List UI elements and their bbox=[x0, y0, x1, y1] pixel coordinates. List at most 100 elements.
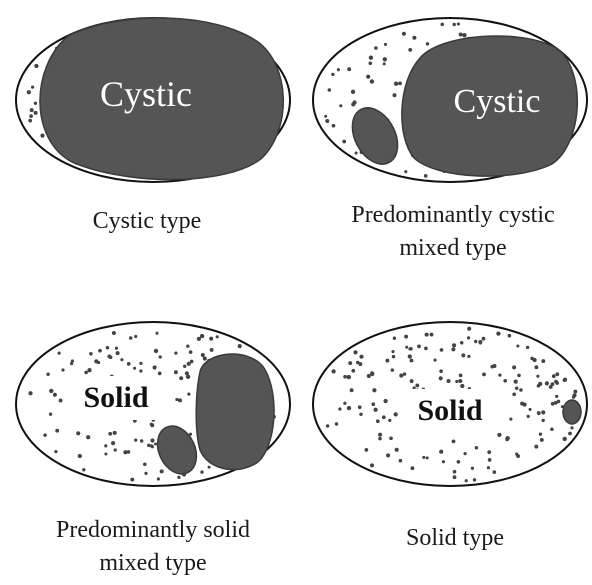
tissue-dot bbox=[534, 445, 538, 449]
caption-predominantly-cystic-mixed-type: Predominantly cystic mixed type bbox=[318, 199, 588, 265]
tissue-dot bbox=[365, 448, 369, 452]
tissue-dot bbox=[394, 82, 398, 86]
tissue-dot bbox=[174, 351, 177, 354]
tissue-dot bbox=[133, 367, 136, 370]
tissue-dot bbox=[86, 435, 90, 439]
tissue-dot bbox=[359, 413, 362, 416]
tissue-dot bbox=[347, 67, 351, 71]
tissue-dot bbox=[530, 357, 534, 361]
tissue-dot bbox=[339, 104, 342, 107]
tissue-dot bbox=[537, 411, 541, 415]
tissue-dot bbox=[49, 389, 53, 393]
tissue-dot bbox=[89, 352, 93, 356]
tissue-dot bbox=[34, 102, 37, 105]
tissue-dot bbox=[393, 93, 397, 97]
tissue-dot bbox=[393, 337, 396, 340]
tissue-dot bbox=[492, 470, 496, 474]
tissue-dot bbox=[554, 380, 558, 384]
tissue-dot bbox=[209, 337, 213, 341]
cystic-area bbox=[196, 354, 274, 470]
tissue-dot bbox=[370, 79, 374, 83]
tissue-dot bbox=[570, 426, 573, 429]
tissue-dot bbox=[179, 376, 183, 380]
tissue-dot bbox=[76, 431, 80, 435]
tissue-dot bbox=[326, 424, 329, 427]
tissue-dot bbox=[394, 412, 398, 416]
tissue-dot bbox=[123, 450, 127, 454]
tissue-dot bbox=[84, 371, 88, 375]
tissue-dot bbox=[127, 362, 131, 366]
tissue-dot bbox=[461, 353, 465, 357]
tissue-dot bbox=[328, 88, 332, 92]
tissue-dot bbox=[473, 478, 476, 481]
tissue-dot bbox=[453, 470, 457, 474]
tissue-dot bbox=[460, 384, 464, 388]
tissue-dot bbox=[120, 358, 123, 361]
tissue-dot bbox=[98, 349, 102, 353]
tissue-dot bbox=[496, 331, 500, 335]
tissue-dot bbox=[452, 343, 456, 347]
tissue-dot bbox=[458, 379, 462, 383]
tissue-dot bbox=[200, 470, 203, 473]
tissue-dot bbox=[104, 452, 107, 455]
tissue-dot bbox=[402, 32, 406, 36]
tissue-dot bbox=[512, 392, 516, 396]
tissue-dot bbox=[441, 23, 445, 27]
tissue-dot bbox=[465, 479, 468, 482]
tissue-dot bbox=[208, 466, 211, 469]
tissue-dot bbox=[155, 332, 158, 335]
tissue-dot bbox=[350, 388, 354, 392]
tissue-dot bbox=[55, 429, 59, 433]
tissue-dot bbox=[555, 372, 559, 376]
caption-cystic-type: Cystic type bbox=[27, 205, 267, 238]
tissue-dot bbox=[343, 402, 346, 405]
tissue-dot bbox=[34, 64, 38, 68]
tissue-dot bbox=[367, 374, 371, 378]
tissue-dot bbox=[457, 460, 461, 464]
tissue-dot bbox=[338, 407, 341, 410]
tissue-dot bbox=[371, 402, 375, 406]
tissue-dot bbox=[154, 349, 158, 353]
tissue-dot bbox=[568, 432, 572, 436]
tissue-dot bbox=[144, 472, 147, 475]
tissue-dot bbox=[28, 119, 32, 123]
tissue-dot bbox=[541, 359, 545, 363]
tissue-dot bbox=[78, 454, 82, 458]
tissue-dot bbox=[557, 400, 561, 404]
tissue-dot bbox=[536, 375, 539, 378]
tissue-dot bbox=[197, 337, 201, 341]
tissue-dot bbox=[460, 341, 464, 345]
tissue-dot bbox=[442, 460, 445, 463]
tissue-dot bbox=[389, 436, 393, 440]
tissue-dot bbox=[410, 379, 414, 383]
caption-line: Predominantly cystic bbox=[318, 199, 588, 232]
tissue-dot bbox=[424, 174, 428, 178]
tissue-dot bbox=[384, 43, 387, 46]
tissue-dot bbox=[139, 362, 142, 365]
tissue-dot bbox=[515, 386, 518, 389]
tissue-dot bbox=[153, 365, 157, 369]
tissue-dot bbox=[439, 369, 443, 373]
tissue-dot bbox=[210, 348, 214, 352]
tissue-dot bbox=[140, 439, 143, 442]
tissue-dot bbox=[408, 354, 412, 358]
tissue-dot bbox=[186, 345, 189, 348]
tissue-dot bbox=[434, 359, 437, 362]
tissue-dot bbox=[46, 372, 49, 375]
tissue-dot bbox=[203, 357, 207, 361]
tissue-dot bbox=[59, 399, 63, 403]
tissue-dot bbox=[374, 46, 378, 50]
tissue-dot bbox=[348, 361, 352, 365]
tissue-dot bbox=[343, 375, 347, 379]
tissue-dot bbox=[515, 453, 518, 456]
tissue-dot bbox=[490, 365, 494, 369]
tissue-dot bbox=[537, 384, 540, 387]
tissue-dot bbox=[325, 119, 329, 123]
tissue-dot bbox=[383, 62, 386, 65]
tissue-dot bbox=[108, 432, 112, 436]
tissue-dot bbox=[378, 433, 382, 437]
tissue-dot bbox=[54, 450, 57, 453]
tissue-dot bbox=[452, 440, 456, 444]
tissue-dot bbox=[457, 22, 460, 25]
